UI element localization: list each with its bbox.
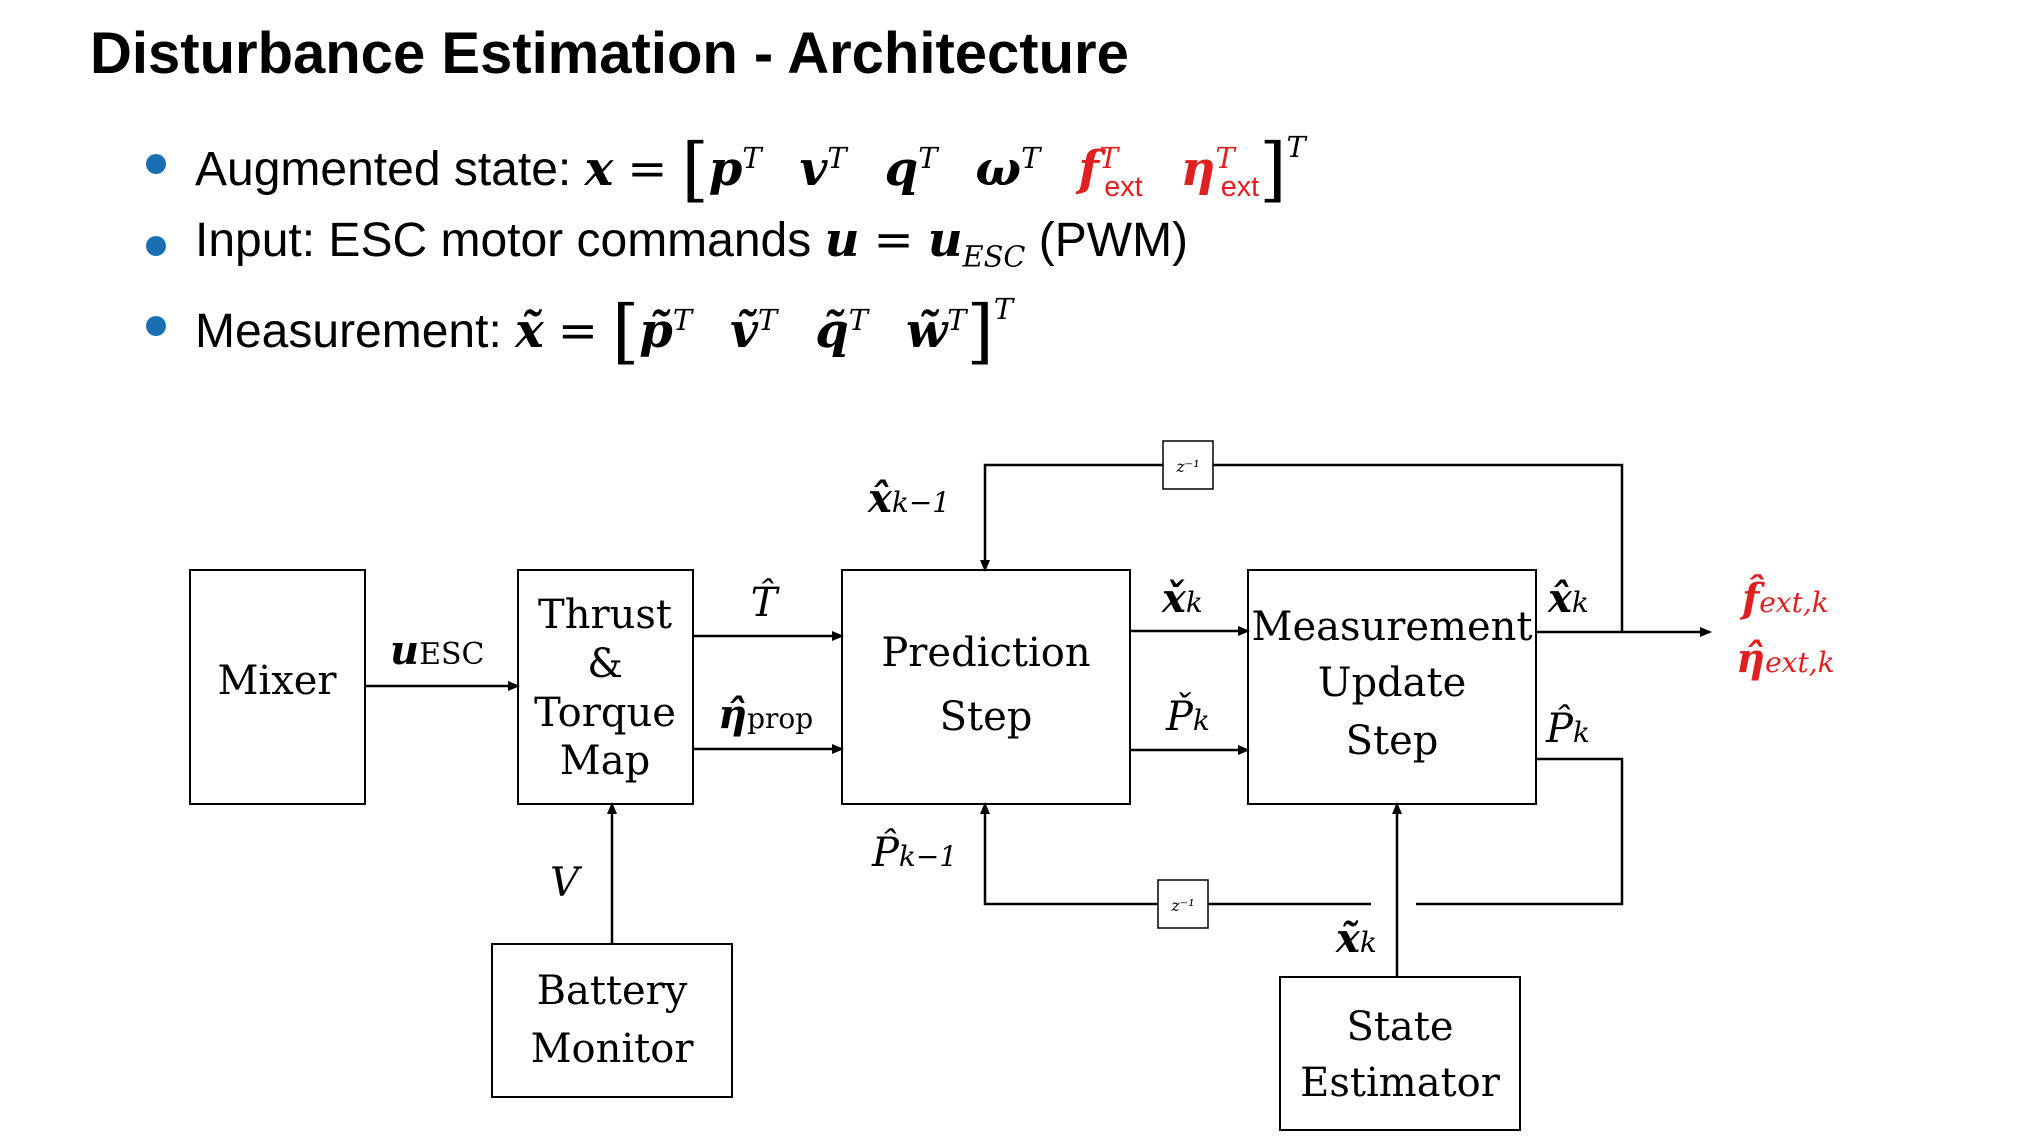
thrust-torque-line-4: Map	[560, 738, 650, 784]
estimator-line-1: State	[1346, 1004, 1453, 1050]
bullet-dot	[146, 154, 166, 174]
mixer-block	[189, 569, 366, 805]
prediction-line-1: Prediction	[881, 630, 1090, 676]
bullet-dot	[146, 236, 166, 256]
meas-component-v: ṽ	[730, 303, 758, 359]
delay-block-bottom	[1157, 879, 1209, 929]
augmented-state-label: Augmented state:	[195, 143, 572, 196]
delay-label-top: z⁻¹	[1175, 457, 1199, 476]
measurement-line-1: Measurement	[1252, 604, 1533, 650]
meas-component-p: p̃	[639, 303, 673, 359]
x-hat-k-label: x̂k	[1547, 575, 1589, 622]
transpose-sup: T	[1021, 141, 1041, 175]
p-hat-prev-label: P̂k−1	[871, 830, 957, 876]
x-tilde-label: x̃k	[1335, 915, 1377, 962]
slide-title: Disturbance Estimation - Architecture	[90, 21, 1129, 86]
measurement-label: Measurement:	[195, 305, 502, 358]
state-symbol: x	[584, 141, 614, 197]
mixer-label: Mixer	[217, 658, 337, 704]
meas-component-w: w̃	[905, 303, 948, 359]
transpose-sup: T	[742, 141, 762, 175]
x-hat-prev-label: x̂k−1	[867, 475, 950, 522]
transpose-sup: T	[993, 292, 1014, 326]
transpose-sup: T	[848, 303, 868, 337]
transpose-sup: T	[918, 141, 938, 175]
state-component-q: q	[884, 141, 919, 197]
estimator-line-2: Estimator	[1300, 1060, 1501, 1106]
state-component-eta-ext: η	[1180, 141, 1216, 197]
transpose-sup: T	[672, 303, 693, 337]
p-hat-prev-line	[980, 802, 1158, 906]
thrust-torque-line-3: Torque	[534, 690, 676, 736]
state-component-p: p	[708, 141, 743, 197]
eta-ext-output-label: η̂ext,k	[1736, 635, 1835, 682]
transpose-sup: T	[757, 303, 778, 337]
u-esc-label: uESC	[390, 627, 485, 674]
state-component-omega: ω	[975, 141, 1022, 197]
battery-monitor-block	[491, 943, 733, 1098]
measurement-line-2: Update	[1318, 660, 1467, 706]
measurement-symbol: x̃	[515, 303, 544, 359]
thrust-torque-map-block	[517, 569, 694, 805]
ext-subscript: ext	[1220, 170, 1260, 203]
prediction-step-block	[841, 569, 1131, 805]
input-rhs: u	[927, 212, 963, 268]
input-suffix: (PWM)	[1038, 214, 1189, 267]
eta-prop-label: η̂prop	[718, 691, 813, 738]
transpose-sup: T	[1286, 130, 1306, 164]
delay-block-top	[1162, 440, 1214, 490]
thrust-torque-line-1: Thrust	[538, 592, 672, 638]
battery-line-1: Battery	[537, 968, 688, 1014]
battery-line-2: Monitor	[531, 1026, 695, 1072]
prediction-line-2: Step	[940, 694, 1033, 740]
thrust-label: T̂	[751, 580, 781, 626]
voltage-label: V	[550, 860, 583, 906]
state-component-v: v	[799, 141, 828, 197]
input-rhs-subscript: ESC	[962, 239, 1026, 274]
bullet-text: Input: ESC motor commands u=uESC (PWM)	[195, 212, 1189, 274]
input-label: Input: ESC motor commands	[195, 214, 812, 267]
input-symbol: u	[824, 212, 860, 268]
bullet-dot	[146, 316, 166, 336]
state-component-f-ext: f	[1078, 141, 1099, 197]
x-hat-feedback-line	[1213, 463, 1624, 632]
transpose-sup: T	[1215, 141, 1235, 175]
transpose-sup: T	[827, 141, 847, 175]
x-check-label: x̌k	[1161, 575, 1203, 622]
f-ext-output-label: f̂ext,k	[1739, 575, 1829, 622]
transpose-sup: T	[947, 303, 967, 337]
transpose-sup: T	[1099, 141, 1119, 175]
p-hat-k-label: P̂k	[1545, 706, 1590, 752]
ext-subscript: ext	[1104, 170, 1143, 203]
state-estimator-block	[1279, 976, 1521, 1131]
measurement-line-3: Step	[1346, 718, 1439, 764]
x-hat-prev-line	[980, 463, 1163, 572]
delay-label-bottom: z⁻¹	[1170, 896, 1194, 915]
p-check-label: P̌k	[1165, 694, 1210, 740]
thrust-torque-line-2: &	[587, 641, 623, 687]
meas-component-q: q̃	[815, 303, 849, 359]
p-hat-feedback-line-right	[1416, 757, 1624, 906]
